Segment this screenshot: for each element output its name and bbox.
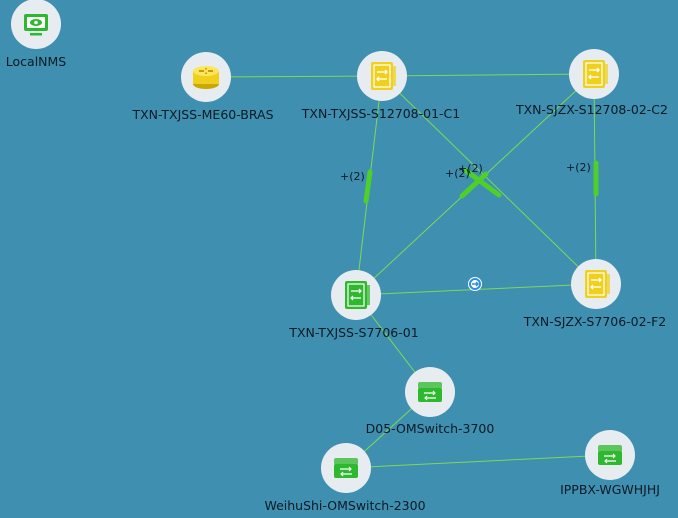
link-s7706-f2[interactable] [355,277,597,296]
link-weihushi-ippbx[interactable] [345,454,611,469]
node-label: LocalNMS [6,54,67,69]
link-me60-c1[interactable] [205,75,383,78]
node-label: TXN-TXJSS-S7706-01 [288,325,418,340]
nodes-layer: LocalNMS TXN-TXJSS-ME60-BRAS TXN-TXJSS-S12… [6,0,668,513]
node-weihushi[interactable]: WeihuShi-OMSwitch-2300 [264,443,426,513]
node-s12708-c1[interactable]: TXN-TXJSS-S12708-01-C1 [301,51,460,121]
switch-icon [334,458,358,478]
chassis-switch-icon [371,62,396,90]
link-line[interactable] [205,75,383,78]
link-line[interactable] [381,75,597,285]
switch-icon [598,445,622,465]
node-label: TXN-SJZX-S7706-02-F2 [523,314,667,329]
link-bundle-bar[interactable] [363,169,373,204]
node-me60[interactable]: TXN-TXJSS-ME60-BRAS [131,52,274,122]
node-label: TXN-TXJSS-ME60-BRAS [131,107,273,122]
node-label: TXN-SJZX-S12708-02-C2 [515,102,668,117]
link-c1-f2[interactable]: +(2) [381,75,597,285]
link-bundle-bar[interactable] [459,171,489,199]
router-icon [193,66,219,89]
node-s12708-c2[interactable]: TXN-SJZX-S12708-02-C2 [515,49,668,117]
switch-icon [418,382,442,402]
node-ippbx[interactable]: IPPBX-WGWHJHJ [560,430,660,497]
link-bundle-label: +(2) [458,162,483,175]
node-label: WeihuShi-OMSwitch-2300 [264,498,425,513]
monitor-icon [24,14,48,36]
node-d05[interactable]: D05-OMSwitch-3700 [366,367,495,436]
node-label: TXN-TXJSS-S12708-01-C1 [301,106,460,121]
link-status-icon[interactable] [468,277,482,291]
chassis-switch-icon [345,281,370,309]
node-label: IPPBX-WGWHJHJ [560,482,660,497]
link-bundle-label: +(2) [445,167,470,180]
link-c1-c2[interactable] [381,73,595,77]
link-bundle-label: +(2) [340,170,365,183]
link-line[interactable] [345,454,611,469]
link-line[interactable] [381,73,595,77]
link-c2-f2[interactable]: +(2) [566,73,599,285]
link-bundle-bar[interactable] [462,167,502,198]
links-layer: +(2)+(2)+(2)+(2) [205,73,611,469]
link-c1-s7706[interactable]: +(2) [340,75,383,296]
node-s7706-f2[interactable]: TXN-SJZX-S7706-02-F2 [523,259,667,329]
chassis-switch-icon [583,60,608,88]
node-label: D05-OMSwitch-3700 [366,421,495,436]
node-s7706-01[interactable]: TXN-TXJSS-S7706-01 [288,270,419,340]
chassis-switch-icon [585,270,610,298]
link-bundle-label: +(2) [566,161,591,174]
node-localnms[interactable]: LocalNMS [6,0,67,69]
link-c2-s7706[interactable]: +(2) [355,73,595,296]
